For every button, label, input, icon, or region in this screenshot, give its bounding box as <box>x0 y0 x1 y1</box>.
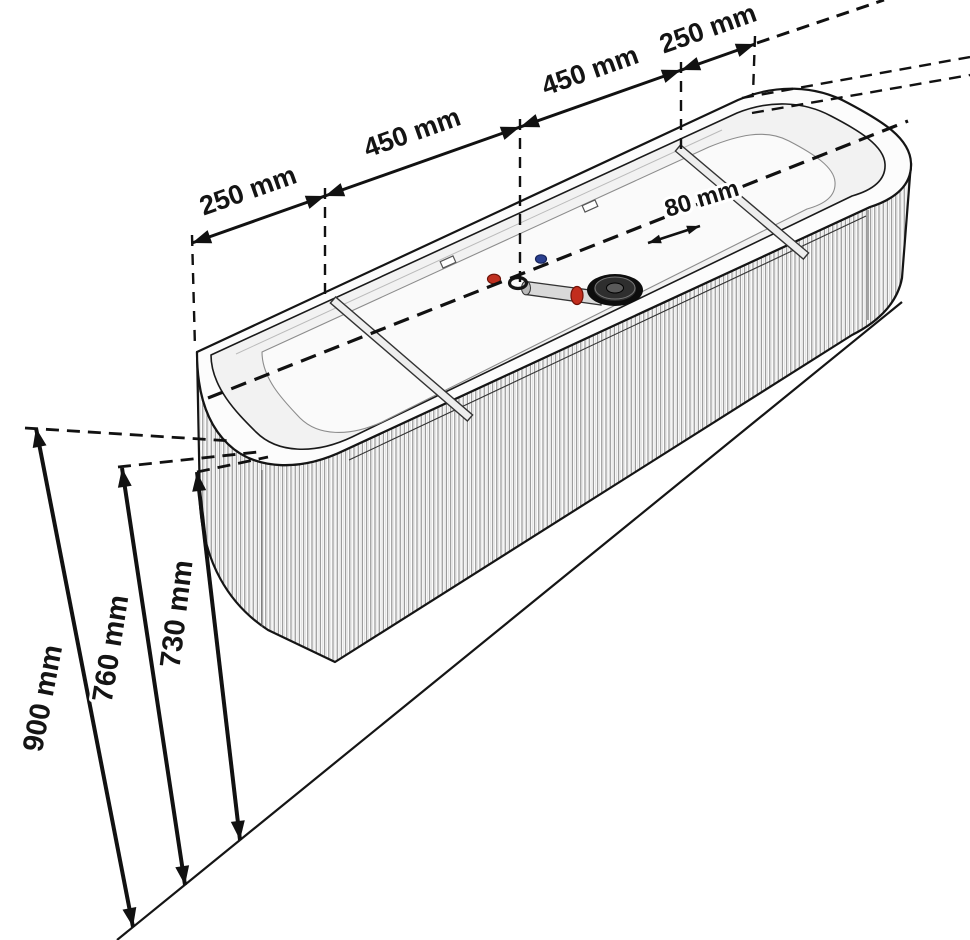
inner-wall-line <box>235 129 723 355</box>
arrowhead <box>681 57 702 71</box>
floor-clip-left <box>439 255 457 269</box>
arrowhead <box>734 43 755 57</box>
arrowhead <box>686 225 700 235</box>
floor-diagonal <box>116 301 903 940</box>
drain-hole <box>606 282 624 294</box>
arrowhead <box>230 820 245 840</box>
drain-assembly <box>486 254 643 306</box>
length-dim-label-1: 250 mm <box>196 160 301 222</box>
ref-line-900 <box>24 426 233 443</box>
construction-lines <box>24 0 970 474</box>
length-dim-label-2: 450 mm <box>360 102 465 164</box>
arrowhead <box>175 865 190 885</box>
arrowhead <box>325 183 346 197</box>
arrowhead <box>117 468 132 488</box>
cross-bracket-right <box>674 143 810 261</box>
arrowhead <box>520 114 541 128</box>
red-valve-flange <box>570 285 584 306</box>
height-dim-line-730 <box>195 471 242 841</box>
ref-line-730 <box>196 455 269 474</box>
centerline <box>207 119 909 400</box>
height-dim-label-730: 730 mm <box>155 558 200 669</box>
arrowhead <box>499 126 520 140</box>
drain-highlight <box>594 276 636 300</box>
arrowhead <box>192 472 207 492</box>
arrowhead <box>122 907 137 927</box>
height-dim-line-900 <box>34 427 135 928</box>
height-dim-line-760 <box>120 467 187 886</box>
basin-interior <box>235 129 836 433</box>
floor-edge-line <box>116 301 903 940</box>
arrowhead <box>660 69 681 83</box>
arrowhead <box>304 195 325 209</box>
arrowhead <box>192 230 213 244</box>
height-dimension-760: 760 mm <box>84 467 190 886</box>
ref-line-760 <box>117 450 259 469</box>
chain-line <box>191 42 756 245</box>
rim-lip-line <box>348 215 867 461</box>
axis-dashed-line <box>207 119 909 400</box>
arrowhead <box>648 234 662 244</box>
cross-bracket-left <box>329 296 474 422</box>
chain-extension-line <box>756 0 885 45</box>
edge-extension-line-2 <box>751 73 970 115</box>
drop-line-0 <box>190 234 197 349</box>
arrowhead <box>32 428 47 448</box>
height-dim-label-900: 900 mm <box>17 642 69 754</box>
blue-plug <box>534 254 548 264</box>
length-dim-label-3: 450 mm <box>538 40 643 102</box>
gasket-ring <box>507 275 529 291</box>
height-dim-label-760: 760 mm <box>87 593 136 705</box>
floor-clip-right <box>581 199 599 213</box>
